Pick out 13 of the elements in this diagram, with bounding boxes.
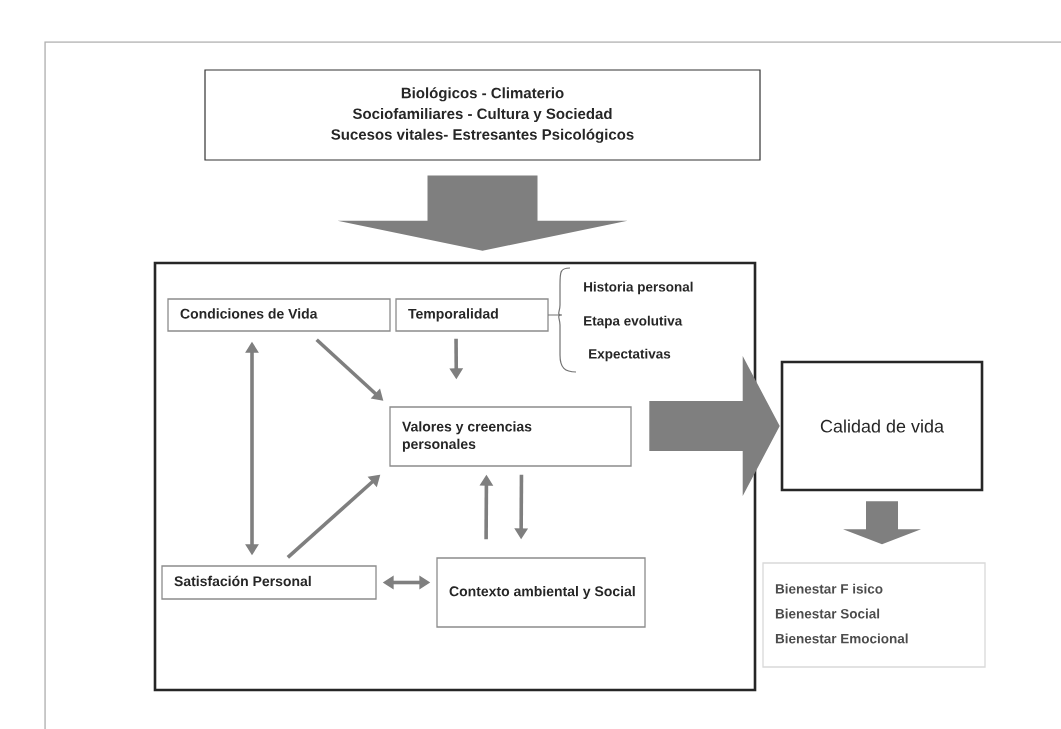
list-box: Bienestar F isico Bienestar Social Bienestar Emocional xyxy=(762,562,986,668)
bracket-label: Etapa evolutiva xyxy=(584,315,683,329)
bracket-label: Historia personal xyxy=(584,281,693,295)
outcome-box: Calidad de vida xyxy=(780,360,984,492)
process-box: Condiciones de Vida xyxy=(167,298,391,332)
factor-box: Biológicos - Climaterio Sociofamiliares - Cultura y Sociedad Sucesos vitales- Estresantes Psicológicos xyxy=(204,69,761,161)
bracket-label: Expectativas xyxy=(589,348,671,362)
block-arrow xyxy=(843,501,921,545)
block-arrow xyxy=(649,356,780,496)
process-box: Temporalidad xyxy=(395,298,549,332)
process-box: Valores y creencias personales xyxy=(389,406,632,467)
process-box: Satisfación Personal xyxy=(161,565,377,600)
process-box: Contexto ambiental y Social xyxy=(436,557,646,628)
